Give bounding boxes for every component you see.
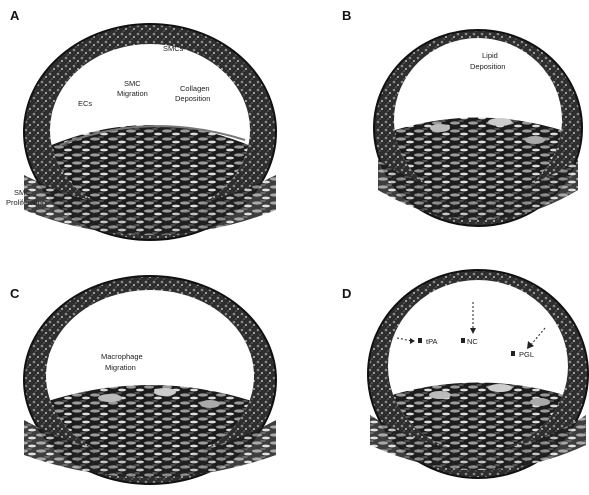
panel-a: A SMCs SMC Migration Collagen Deposition… — [6, 8, 276, 240]
label-smcs: SMCs — [163, 44, 184, 53]
label-collagen-line1: Collagen — [180, 84, 210, 93]
pgl-marker — [511, 351, 515, 356]
tpa-marker — [418, 338, 422, 343]
panel-c-letter: C — [10, 286, 20, 301]
label-macrophage-line2: Migration — [105, 363, 136, 372]
panel-d-letter: D — [342, 286, 351, 301]
panel-c: C Macrophage Migration — [10, 276, 276, 484]
panel-b-vessel — [374, 30, 582, 230]
panel-a-letter: A — [10, 8, 20, 23]
label-tpa: tPA — [426, 337, 438, 346]
panel-d: D tPA N — [342, 270, 588, 478]
label-smc-proliferation-line1: SMC — [14, 188, 31, 197]
label-lipid-line2: Deposition — [470, 62, 505, 71]
label-collagen-line2: Deposition — [175, 94, 210, 103]
label-pgl: PGL — [519, 350, 534, 359]
label-smc-migration-line1: SMC — [124, 79, 141, 88]
panel-a-vessel — [24, 24, 276, 240]
panel-b: B Lipid Deposition — [342, 8, 582, 230]
panel-b-letter: B — [342, 8, 351, 23]
label-ecs: ECs — [78, 99, 92, 108]
label-smc-migration-line2: Migration — [117, 89, 148, 98]
label-lipid-line1: Lipid — [482, 51, 498, 60]
panel-c-vessel — [24, 276, 276, 484]
nc-marker — [461, 338, 465, 343]
panel-d-vessel — [368, 270, 588, 478]
label-macrophage-line1: Macrophage — [101, 352, 143, 361]
label-nc: NC — [467, 337, 478, 346]
label-smc-proliferation-line2: Proliferation — [6, 198, 46, 207]
